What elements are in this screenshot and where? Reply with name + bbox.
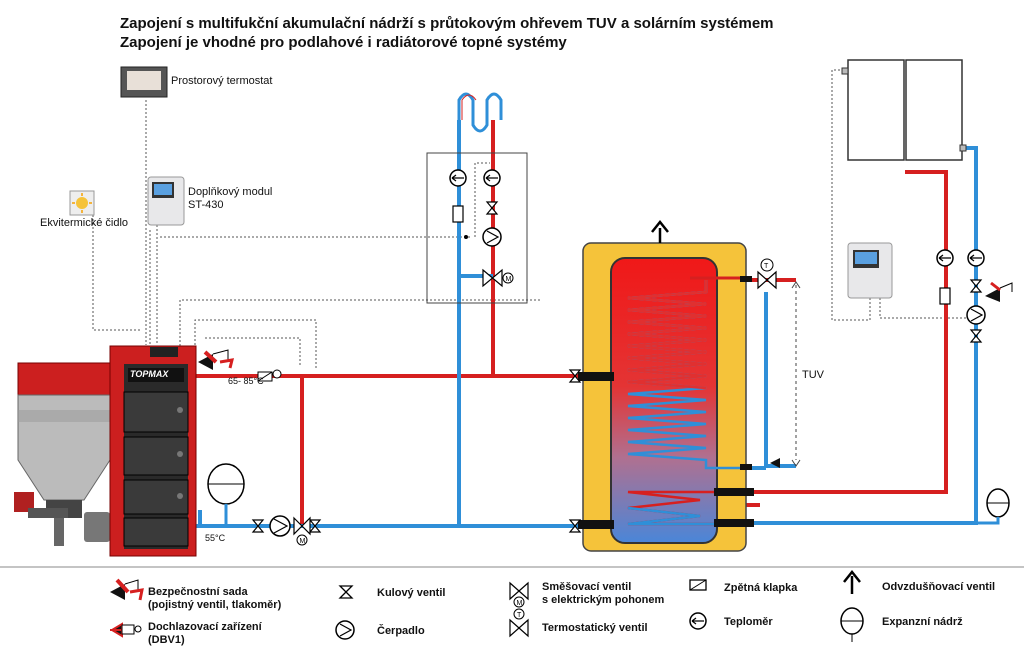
legend-refill-line1: Dochlazovací zařízení — [148, 621, 262, 633]
diagram-subtitle: Zapojení je vhodné pro podlahové i radiá… — [120, 34, 567, 51]
legend-safety-icon — [110, 578, 144, 601]
legend-refill-icon — [110, 622, 142, 638]
temp-return-label: 55°C — [205, 533, 226, 543]
station-thermometer-right — [483, 169, 501, 187]
legend-ball-valve-icon — [338, 585, 354, 599]
temp-range-label: 65- 85°C — [228, 376, 264, 386]
legend-check-valve: Zpětná klapka — [724, 582, 798, 594]
floor-heating-coil — [457, 92, 503, 133]
boiler-refill-device — [257, 369, 282, 382]
module-st430-device — [147, 176, 185, 226]
legend-thermometer: Teploměr — [724, 616, 773, 628]
svg-text:M: M — [506, 276, 512, 283]
fuel-hopper — [14, 362, 111, 546]
legend-expansion: Expanzní nádrž — [882, 616, 963, 628]
legend-vent-icon — [843, 569, 861, 594]
boiler-expansion-tank — [207, 463, 245, 526]
legend-ball-valve: Kulový ventil — [377, 587, 446, 599]
tuv-arrow-top — [791, 281, 801, 289]
solar-check-valve — [939, 287, 951, 305]
legend-refill-line2: (DBV1) — [148, 634, 185, 646]
control-wiring — [92, 69, 970, 370]
hot-pipes — [196, 120, 948, 525]
boiler-safety-set — [198, 349, 235, 370]
legend-thermometer-icon — [689, 612, 707, 630]
weather-sensor-label: Ekvitermické čidlo — [40, 217, 129, 229]
station-mixing-valve: M — [464, 235, 514, 288]
tank-ball-valves — [568, 369, 582, 533]
svg-text:M: M — [300, 538, 306, 545]
legend-pump-icon — [335, 620, 355, 640]
diagram-title: Zapojení s multifukční akumulační nádrží… — [120, 15, 774, 32]
tuv-safety-mini — [770, 458, 780, 468]
legend-mixing-valve-icon: M — [509, 581, 529, 608]
tuv-label: TUV — [802, 369, 824, 381]
solar-expansion-tank — [976, 488, 1010, 525]
accumulation-tank — [578, 219, 754, 552]
legend-safety-line2: (pojistný ventil, tlakoměr) — [148, 599, 282, 611]
legend-mixing-line1: Směšovací ventil — [542, 581, 632, 593]
solar-thermometer-left — [936, 249, 954, 267]
station-ball-valve — [485, 201, 499, 215]
svg-text:T: T — [517, 612, 522, 619]
room-thermostat-label: Prostorový termostat — [171, 75, 273, 87]
svg-text:M: M — [517, 600, 523, 607]
tuv-thermostatic-valve: T — [757, 258, 777, 290]
legend-mixing-line2: s elektrickým pohonem — [542, 594, 665, 606]
station-thermometer-left — [449, 169, 467, 187]
legend-thermo-valve-icon: T — [509, 608, 529, 638]
station-check-valve — [452, 205, 464, 223]
legend-pump: Čerpadlo — [377, 625, 425, 637]
legend-thermo-valve: Termostatický ventil — [542, 622, 648, 634]
svg-text:T: T — [764, 263, 769, 270]
legend-safety-line1: Bezpečnostní sada — [148, 586, 248, 598]
boiler-topmax — [109, 345, 197, 557]
weather-sensor-device — [69, 190, 95, 216]
solar-ball-valve — [969, 279, 983, 343]
legend-vent-valve: Odvzdušňovací ventil — [882, 581, 996, 593]
solar-collectors — [841, 59, 967, 161]
mixing-station-frame — [426, 152, 528, 304]
solar-thermometer-right — [967, 249, 985, 267]
legend-check-valve-icon — [689, 579, 707, 591]
tuv-arrow-bottom — [791, 459, 801, 467]
station-pump — [482, 227, 502, 247]
return-pump — [269, 515, 291, 537]
module-label-line2: ST-430 — [188, 199, 224, 211]
solar-safety-valve — [985, 281, 1013, 302]
module-label-line1: Doplňkový modul — [188, 186, 273, 198]
return-ball-valve — [251, 519, 322, 533]
boiler-brand-label: TOPMAX — [130, 369, 169, 379]
room-thermostat-device — [120, 66, 168, 98]
return-mixing-valve: M — [293, 516, 311, 546]
solar-pump — [966, 305, 986, 325]
solar-controller — [847, 242, 893, 299]
legend-expansion-icon — [840, 607, 864, 642]
